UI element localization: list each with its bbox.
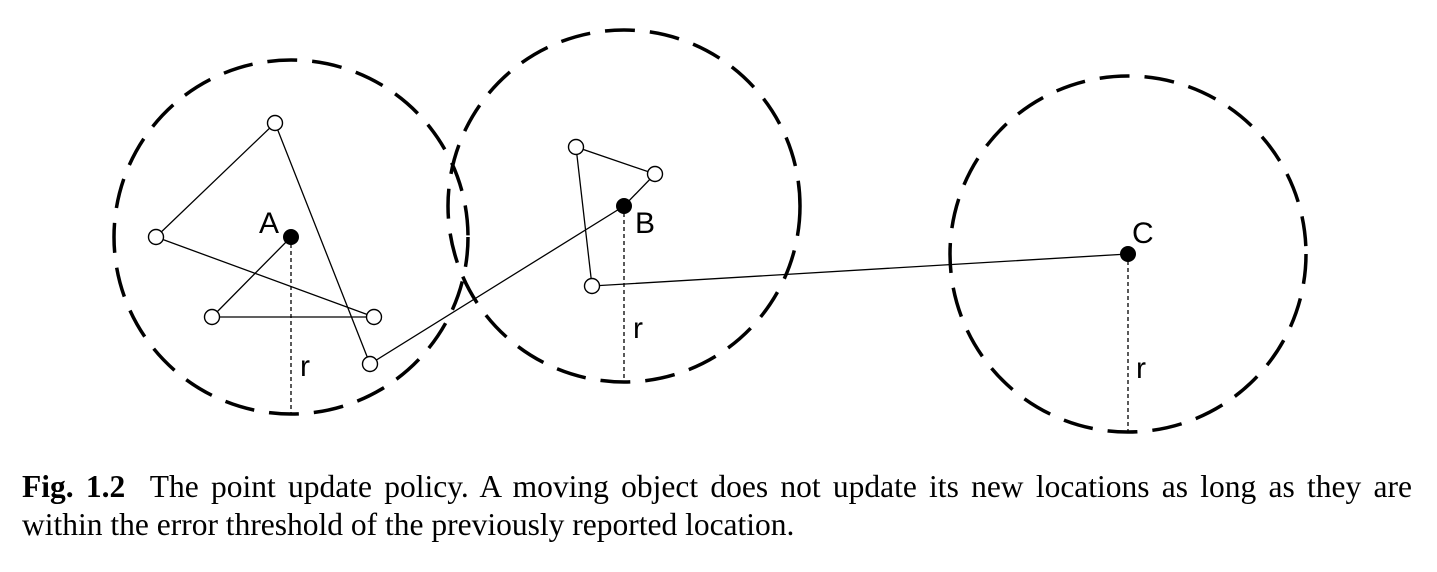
unreported-locations xyxy=(147,114,664,373)
figure-caption: Fig. 1.2 The point update policy. A movi… xyxy=(22,468,1412,544)
unreported-point xyxy=(266,114,284,132)
point-label-a: A xyxy=(259,207,279,240)
caption-text: The point update policy. A moving object… xyxy=(22,469,1412,542)
point-label-b: B xyxy=(635,207,655,240)
unreported-point xyxy=(147,228,165,246)
unreported-point xyxy=(646,165,664,183)
unreported-point xyxy=(567,138,585,156)
point-update-diagram: A B C r r r xyxy=(112,28,1308,434)
unreported-point xyxy=(365,308,383,326)
reported-point-a xyxy=(283,229,299,245)
point-label-c: C xyxy=(1132,217,1154,250)
reported-point-c xyxy=(1120,246,1136,262)
radius-label-a: r xyxy=(300,350,310,383)
radius-label-c: r xyxy=(1136,352,1146,385)
reported-point-b xyxy=(616,198,632,214)
unreported-point xyxy=(583,277,601,295)
figure-label: Fig. 1.2 xyxy=(22,469,126,504)
radius-label-b: r xyxy=(633,312,643,345)
unreported-point xyxy=(203,308,221,326)
unreported-point xyxy=(361,355,379,373)
